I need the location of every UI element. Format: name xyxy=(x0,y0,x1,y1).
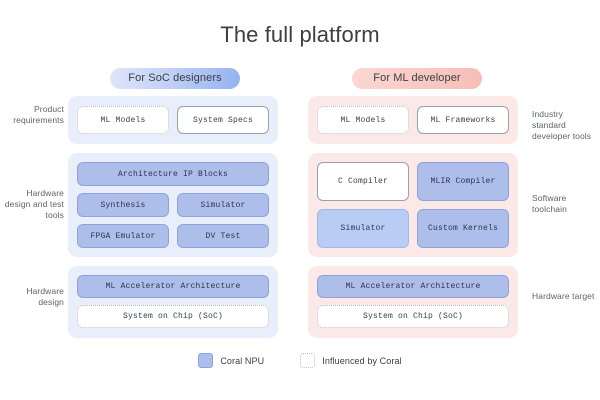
row-hardware-design-and-test-tools: Hardware design and test tools Software … xyxy=(0,153,600,257)
row-label-left-hardware-design-and-test-tools: Hardware design and test tools xyxy=(4,188,64,220)
row-label-left-hardware-design: Hardware design xyxy=(26,286,64,307)
block-ml-models[interactable]: ML Models xyxy=(317,106,409,134)
page-title: The full platform xyxy=(220,22,380,47)
column-header-ml-developer: For ML developer xyxy=(352,68,482,89)
block-ml-accelerator-architecture[interactable]: ML Accelerator Architecture xyxy=(77,275,269,298)
row-hardware-design: Hardware design Hardware target ML Accel… xyxy=(0,266,600,338)
row-label-right-software-toolchain: Software toolchain xyxy=(532,193,567,214)
legend-label-influenced-by-coral: Influenced by Coral xyxy=(322,355,402,366)
row-label-right-product-requirements: Industry standard developer tools xyxy=(532,109,592,141)
block-architecture-ip-blocks[interactable]: Architecture IP Blocks xyxy=(77,162,269,186)
legend-swatch-npu-icon xyxy=(198,353,214,368)
block-system-on-chip[interactable]: System on Chip (SoC) xyxy=(77,305,269,328)
panel-soc-hardware-design: ML Accelerator Architecture System on Ch… xyxy=(68,266,278,338)
block-dv-test[interactable]: DV Test xyxy=(177,224,269,248)
block-system-on-chip[interactable]: System on Chip (SoC) xyxy=(317,305,509,328)
legend: Coral NPU Influenced by Coral xyxy=(0,353,600,368)
row-product-requirements: Product requirements Industry standard d… xyxy=(0,96,600,144)
block-fpga-emulator[interactable]: FPGA Emulator xyxy=(77,224,169,248)
block-synthesis[interactable]: Synthesis xyxy=(77,193,169,217)
panel-soc-hardware-design-and-test-tools: Architecture IP Blocks Synthesis Simulat… xyxy=(68,153,278,257)
block-ml-models[interactable]: ML Models xyxy=(77,106,169,134)
row-label-right-hardware-target: Hardware target xyxy=(532,291,595,301)
block-simulator[interactable]: Simulator xyxy=(177,193,269,217)
block-custom-kernels[interactable]: Custom Kernels xyxy=(417,209,509,248)
legend-item-influenced-by-coral: Influenced by Coral xyxy=(300,353,402,368)
panel-ml-product-requirements: ML Models ML Frameworks xyxy=(308,96,518,144)
column-header-soc-designers: For SoC designers xyxy=(110,68,240,89)
block-ml-frameworks[interactable]: ML Frameworks xyxy=(417,106,509,134)
legend-swatch-dotted-icon xyxy=(300,353,316,368)
block-system-specs[interactable]: System Specs xyxy=(177,106,269,134)
block-simulator[interactable]: Simulator xyxy=(317,209,409,248)
block-mlir-compiler[interactable]: MLIR Compiler xyxy=(417,162,509,201)
panel-ml-software-toolchain: C Compiler MLIR Compiler Simulator Custo… xyxy=(308,153,518,257)
panel-ml-hardware-target: ML Accelerator Architecture System on Ch… xyxy=(308,266,518,338)
legend-item-coral-npu: Coral NPU xyxy=(198,353,264,368)
row-label-left-product-requirements: Product requirements xyxy=(13,104,64,125)
block-ml-accelerator-architecture[interactable]: ML Accelerator Architecture xyxy=(317,275,509,298)
block-c-compiler[interactable]: C Compiler xyxy=(317,162,409,201)
legend-label-coral-npu: Coral NPU xyxy=(220,355,265,366)
panel-soc-product-requirements: ML Models System Specs xyxy=(68,96,278,144)
